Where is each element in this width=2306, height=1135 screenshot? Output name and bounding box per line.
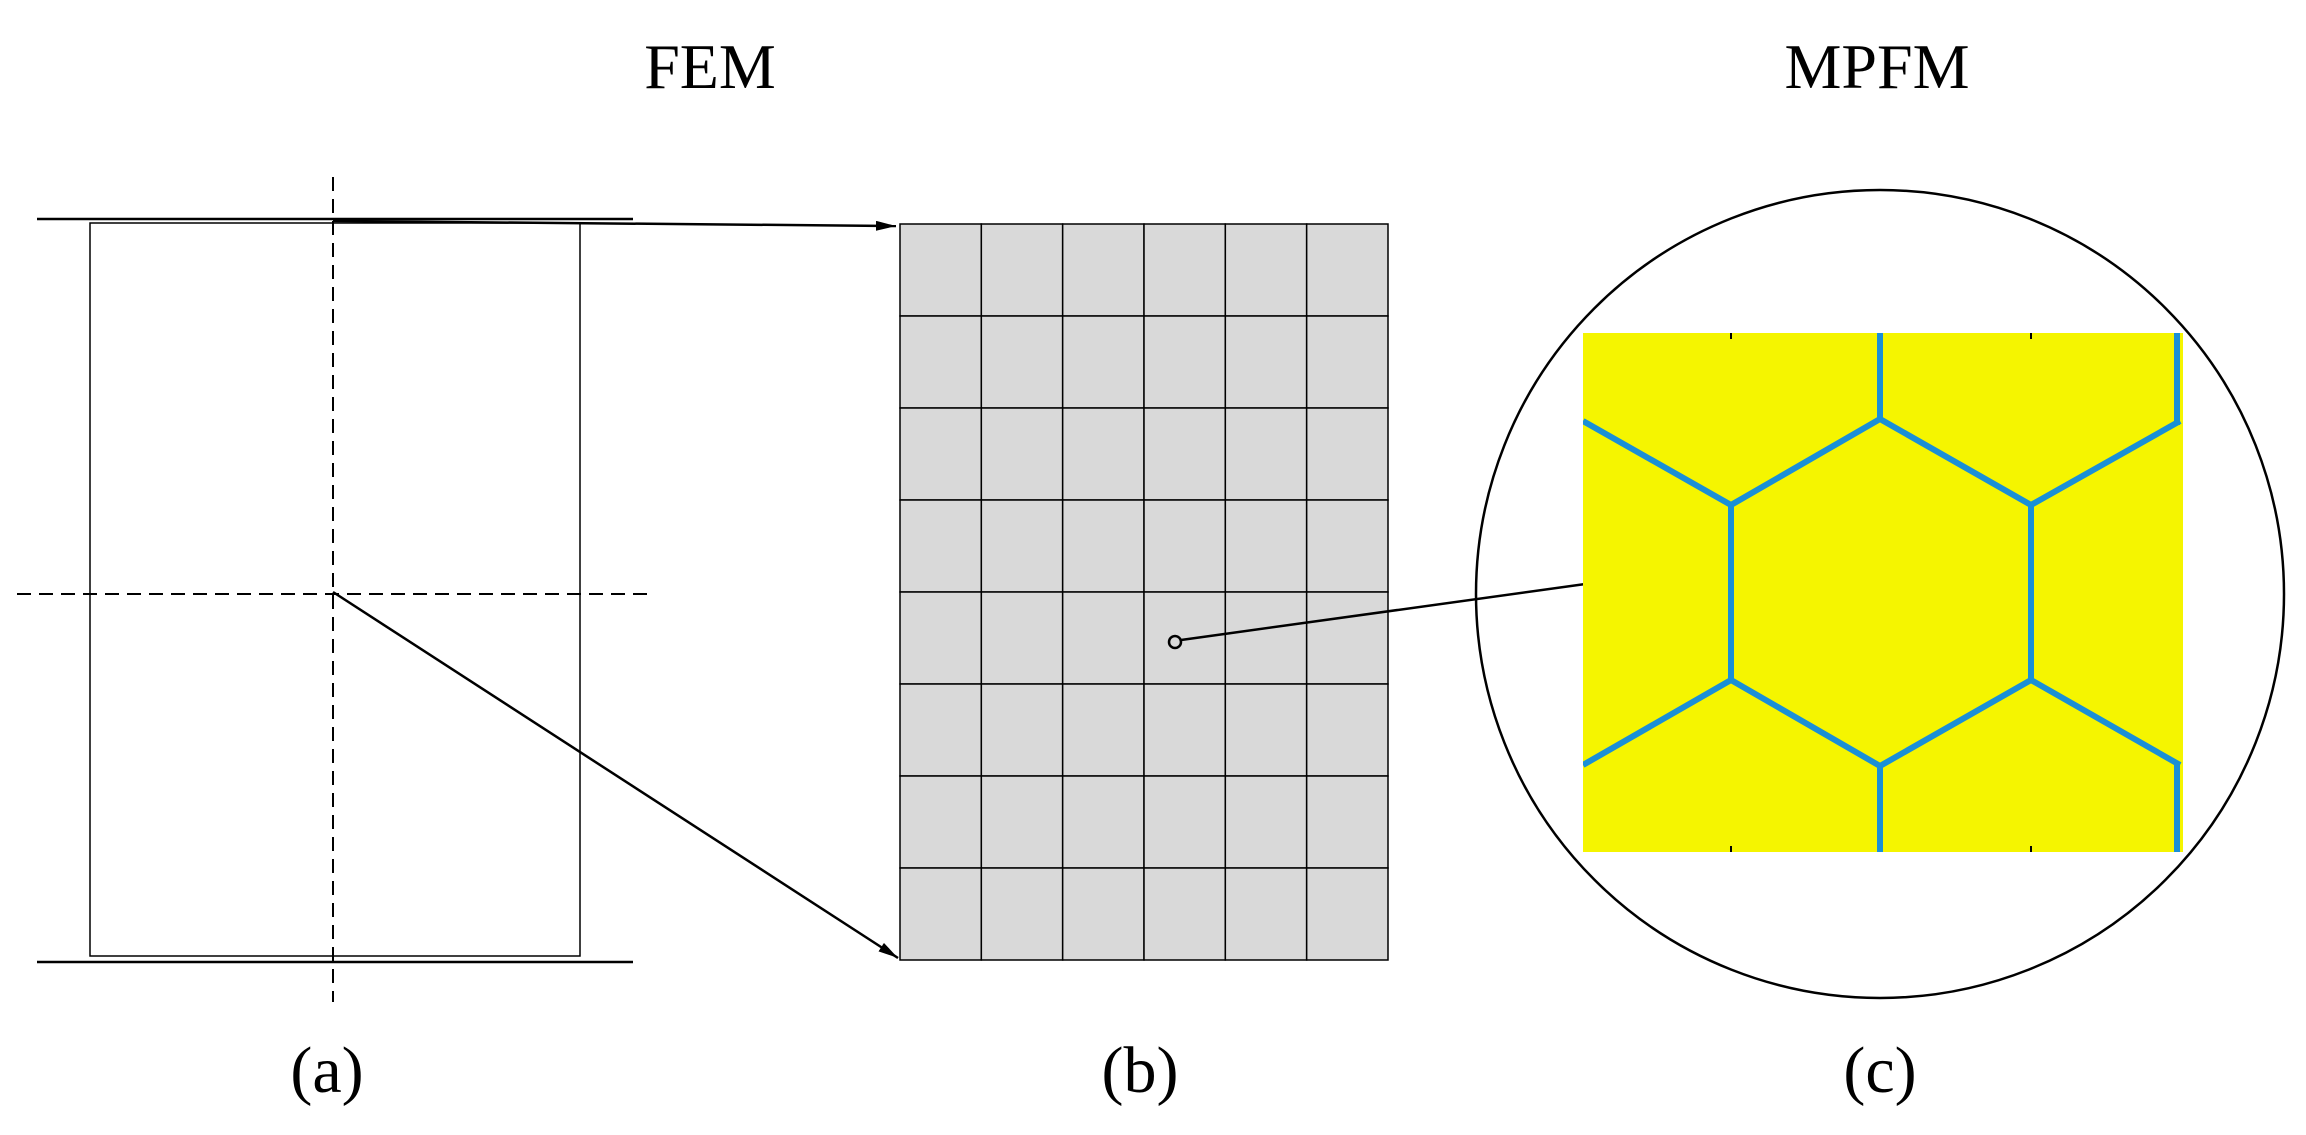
bottom-zoom-arrow: [332, 590, 899, 960]
mesh-element: [980, 499, 1064, 593]
mesh-element: [1061, 407, 1145, 501]
mesh-element: [980, 407, 1064, 501]
fe-mesh: [899, 223, 1389, 961]
mesh-element: [1224, 591, 1308, 685]
mesh-element: [1305, 315, 1389, 409]
mesh-element: [1224, 223, 1308, 317]
mesh-element: [1061, 683, 1145, 777]
mesh-element: [899, 315, 983, 409]
caption-c: (c): [1843, 1034, 1916, 1107]
mesh-element: [1143, 315, 1227, 409]
specimen-rectangle: [89, 222, 581, 957]
mesh-element: [1224, 407, 1308, 501]
mesh-element: [899, 499, 983, 593]
lower-right-boundary: [2029, 677, 2182, 768]
point-zoom-arrow: [1180, 578, 1608, 642]
mesh-element: [980, 223, 1064, 317]
fem-title: FEM: [644, 31, 776, 102]
mesh-element: [1305, 407, 1389, 501]
mesh-element: [980, 775, 1064, 869]
upper-left-boundary: [1583, 418, 1733, 508]
magnification-circle: [1474, 188, 2286, 1000]
panel-a-specimen: [17, 177, 653, 1002]
grain-ticks: [1730, 333, 2032, 852]
mesh-element: [1305, 775, 1389, 869]
mesh-element: [980, 683, 1064, 777]
mesh-element: [1224, 867, 1308, 961]
mesh-element: [980, 315, 1064, 409]
mesh-element: [899, 775, 983, 869]
mesh-element: [1061, 499, 1145, 593]
material-point-marker: [1167, 634, 1183, 650]
mesh-element: [1305, 223, 1389, 317]
mesh-element: [1143, 775, 1227, 869]
mesh-element: [980, 591, 1064, 685]
mesh-element: [1224, 683, 1308, 777]
mesh-element: [1305, 683, 1389, 777]
mesh-element: [1061, 867, 1145, 961]
caption-a: (a): [290, 1034, 363, 1107]
mesh-element: [1224, 315, 1308, 409]
mesh-element: [899, 591, 983, 685]
mesh-element: [899, 683, 983, 777]
mesh-element: [1143, 499, 1227, 593]
grain-structure: [1583, 333, 2183, 852]
mesh-element: [1061, 223, 1145, 317]
mesh-element: [1061, 775, 1145, 869]
mpfm-title: MPFM: [1785, 31, 1970, 102]
upper-right-boundary: [2029, 418, 2182, 508]
lower-left-boundary: [1583, 677, 1733, 768]
mesh-element: [1143, 683, 1227, 777]
mesh-element: [1305, 591, 1389, 685]
mesh-element: [899, 223, 983, 317]
mesh-element: [1305, 499, 1389, 593]
mesh-element: [1061, 591, 1145, 685]
mesh-element: [1143, 591, 1227, 685]
mesh-element: [899, 407, 983, 501]
mesh-element: [899, 867, 983, 961]
caption-b: (b): [1102, 1034, 1179, 1107]
mesh-element: [1143, 407, 1227, 501]
mesh-element: [1061, 315, 1145, 409]
mesh-element: [980, 867, 1064, 961]
top-zoom-arrow: [332, 219, 897, 231]
mesh-element: [1305, 867, 1389, 961]
mesh-element: [1224, 775, 1308, 869]
mesh-element: [1143, 867, 1227, 961]
mesh-element: [1143, 223, 1227, 317]
mesh-element: [1224, 499, 1308, 593]
grain-boundaries: [1583, 333, 2182, 852]
